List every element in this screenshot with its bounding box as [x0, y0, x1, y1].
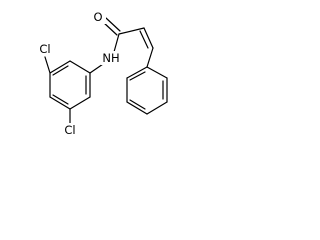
- ring-bond: [126, 66, 148, 79]
- phenyl-ring: [126, 66, 168, 115]
- c-cl-bond-top: [44, 56, 51, 74]
- ring-bond: [49, 96, 71, 110]
- ring-bond-double: [52, 94, 69, 105]
- molecule-diagram: O NH Cl Cl: [36, 10, 168, 137]
- c-o-double-bond: [102, 21, 118, 36]
- ring-bond: [69, 60, 91, 74]
- c-c-bond: [146, 47, 154, 68]
- nh-label-bg: [101, 51, 121, 65]
- ring-bond-double: [129, 99, 146, 110]
- nh-label: NH: [102, 51, 119, 65]
- chlorine-top-label: Cl: [39, 42, 50, 56]
- ring-bond-double: [52, 65, 69, 76]
- ring-bond-double: [129, 71, 146, 81]
- ring-bond: [126, 101, 148, 115]
- ring-bond: [146, 101, 168, 115]
- ring-bond: [49, 60, 71, 74]
- c-c-double-bond: [139, 30, 149, 49]
- oxygen-label-bg: [92, 10, 106, 24]
- c-o-double-bond: [105, 17, 121, 32]
- dichlorophenyl-ring: [49, 60, 91, 110]
- chlorine-bottom-label-bg: [61, 123, 79, 137]
- oxygen-label: O: [93, 10, 102, 24]
- chlorine-top-label-bg: [36, 42, 54, 56]
- ring-bond: [146, 66, 168, 79]
- c-c-bond: [118, 27, 145, 35]
- ring-bond: [69, 96, 91, 110]
- chlorine-bottom-label: Cl: [64, 123, 75, 137]
- n-c-bond: [113, 33, 120, 53]
- c-c-double-bond: [143, 27, 154, 49]
